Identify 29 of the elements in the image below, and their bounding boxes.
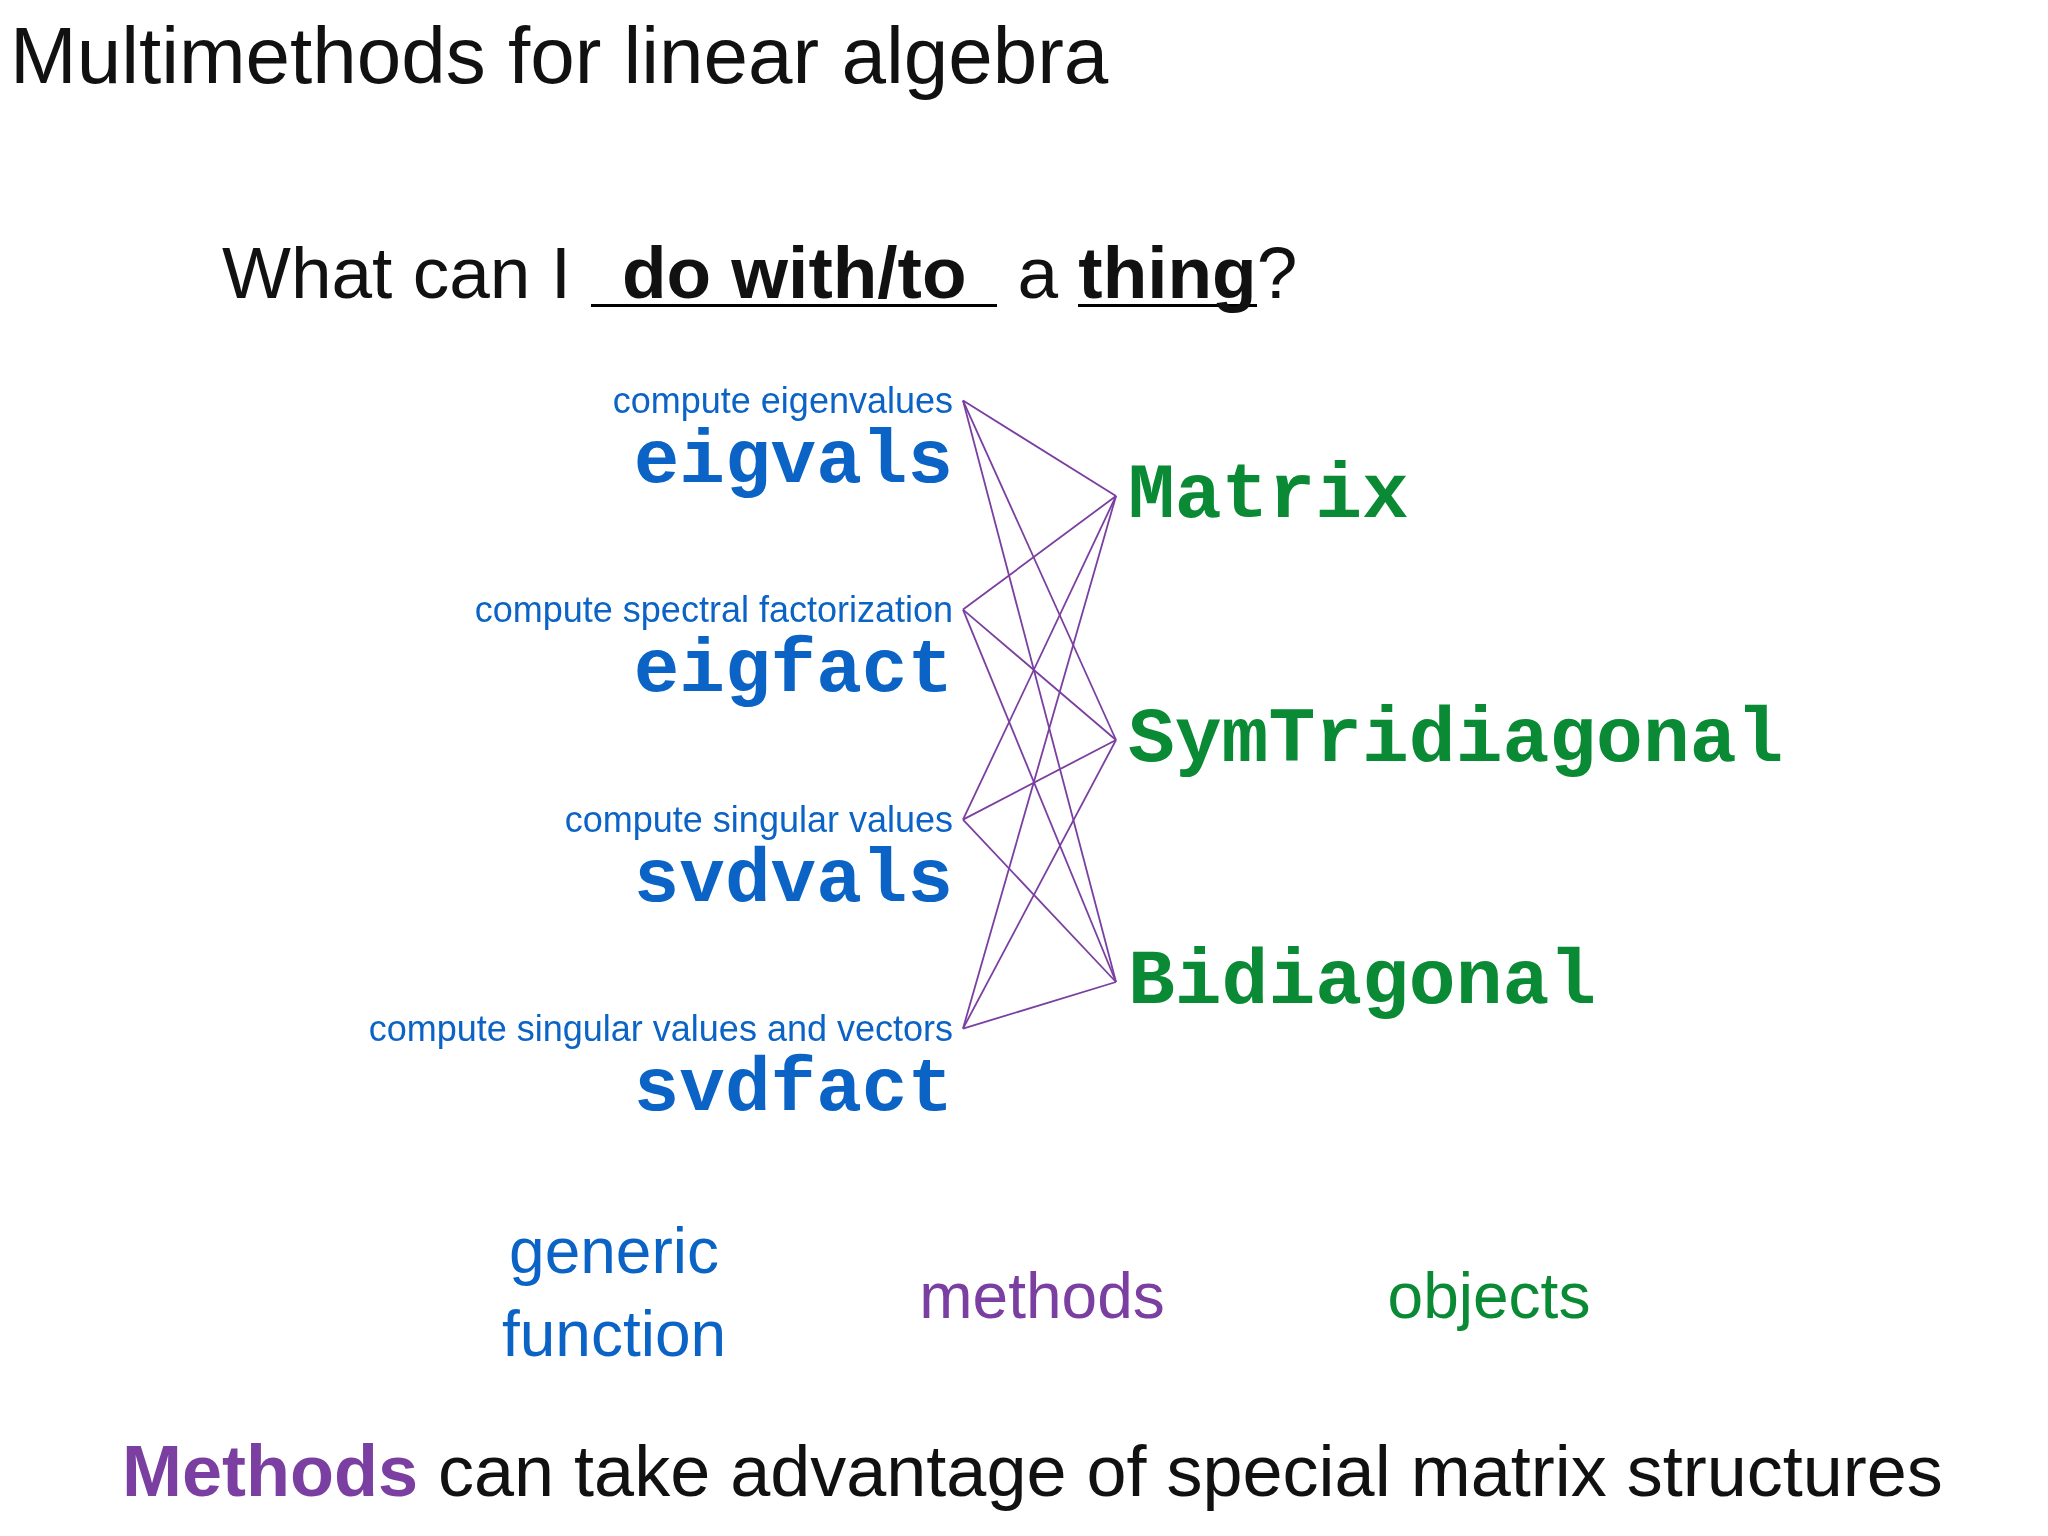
connector-line: [962, 495, 1117, 821]
caption-text: Methods can take advantage of special matrix structures: [122, 1430, 1943, 1513]
connector-line: [962, 399, 1117, 983]
function-description: compute eigenvalues: [612, 379, 953, 423]
connector-line: [962, 608, 1117, 741]
connector-line: [962, 608, 1117, 983]
connector-line: [962, 495, 1117, 611]
connector-line: [962, 739, 1117, 821]
category-label: objects: [1386, 1259, 1592, 1334]
category-label: generic function: [500, 1214, 728, 1373]
function-description: compute singular values: [564, 798, 953, 842]
connector-line: [962, 981, 1117, 1030]
question-text: What can I do with/to a thing?: [222, 231, 1298, 315]
function-name: eigvals: [633, 424, 953, 501]
connector-line: [962, 818, 1117, 983]
type-name: SymTridiagonal: [1116, 701, 1784, 779]
type-name: Bidiagonal: [1116, 943, 1597, 1021]
connector-line: [962, 399, 1117, 497]
connector-line: [962, 495, 1117, 1030]
connector-line: [962, 399, 1117, 741]
function-name: svdfact: [633, 1052, 953, 1129]
connector-line: [962, 739, 1117, 1030]
slide-title: Multimethods for linear algebra: [10, 12, 1109, 100]
type-name: Matrix: [1116, 457, 1409, 535]
function-description: compute singular values and vectors: [368, 1007, 953, 1051]
function-name: svdvals: [633, 843, 953, 920]
category-label: methods: [918, 1259, 1166, 1334]
function-description: compute spectral factorization: [474, 588, 953, 632]
function-name: eigfact: [633, 633, 953, 710]
